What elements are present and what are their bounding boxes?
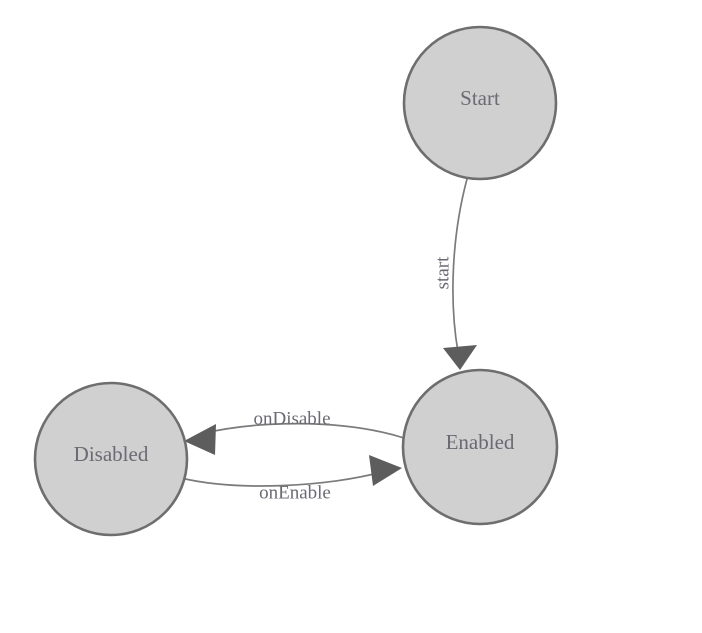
node-enabled-label: Enabled bbox=[446, 430, 515, 454]
node-disabled-circle bbox=[33, 381, 189, 537]
arrowhead-into-enabled-left bbox=[369, 455, 402, 486]
arrowhead-into-disabled bbox=[184, 424, 216, 455]
node-start-label: Start bbox=[460, 86, 500, 110]
edge-enabled-to-disabled[interactable] bbox=[184, 422, 405, 455]
arrowhead-into-enabled-top bbox=[443, 345, 477, 370]
edge-enabled-to-disabled-path bbox=[199, 422, 405, 439]
edge-label-on-enable: onEnable bbox=[259, 482, 331, 503]
edge-label-on-disable: onDisable bbox=[253, 408, 330, 429]
node-disabled[interactable]: Disabled bbox=[33, 381, 189, 537]
node-start-circle bbox=[402, 25, 558, 181]
edge-label-start: start bbox=[432, 256, 453, 289]
node-enabled-circle bbox=[401, 368, 559, 526]
node-start[interactable]: Start bbox=[402, 25, 558, 181]
edge-start-to-enabled[interactable] bbox=[443, 178, 477, 370]
node-disabled-label: Disabled bbox=[74, 442, 149, 466]
node-enabled[interactable]: Enabled bbox=[401, 368, 559, 526]
edge-start-to-enabled-path bbox=[452, 178, 468, 353]
edge-disabled-to-enabled-path bbox=[180, 471, 383, 487]
edge-disabled-to-enabled[interactable] bbox=[180, 455, 402, 487]
